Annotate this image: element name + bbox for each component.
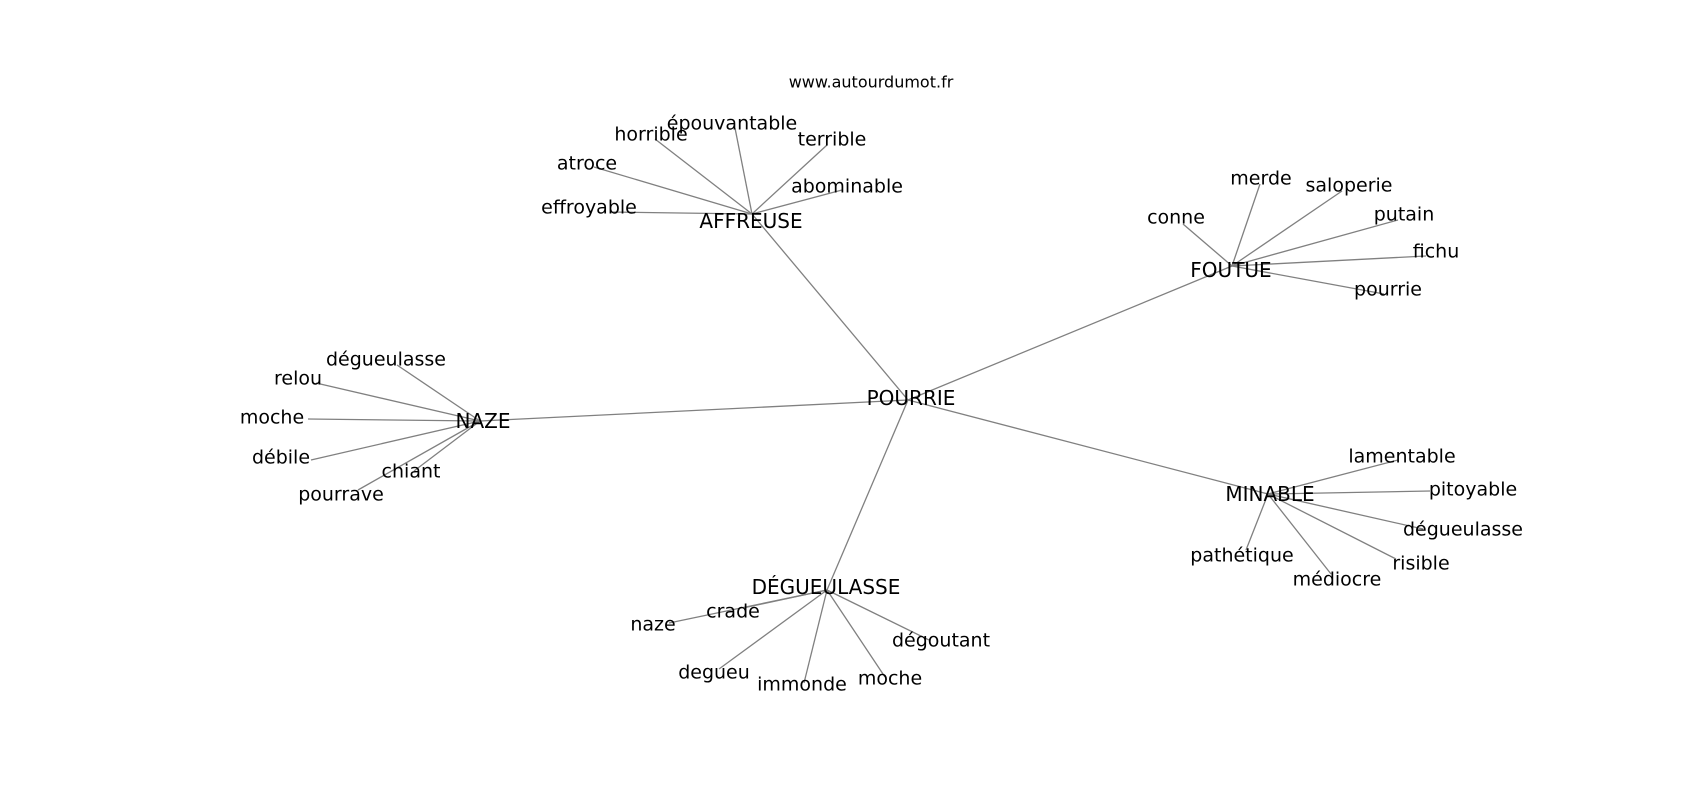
center-hub-edge xyxy=(907,399,1269,495)
hub-leaf-edge xyxy=(734,127,753,215)
leaf-word[interactable]: fichu xyxy=(1412,240,1460,263)
center-hub-edge xyxy=(751,213,909,401)
leaf-word[interactable]: merde xyxy=(1230,167,1292,190)
hub-leaf-edge xyxy=(1267,493,1332,575)
center-word[interactable]: POURRIE xyxy=(866,386,956,410)
hub-word-naze[interactable]: NAZE xyxy=(455,409,511,433)
leaf-word[interactable]: pourrie xyxy=(1354,278,1422,301)
leaf-word[interactable]: pitoyable xyxy=(1428,478,1518,501)
leaf-word[interactable]: dégueulasse xyxy=(326,348,446,371)
hub-leaf-edge xyxy=(751,144,828,215)
hub-leaf-edge xyxy=(307,418,481,422)
leaf-word[interactable]: lamentable xyxy=(1348,445,1456,468)
hub-leaf-edge xyxy=(593,166,753,215)
leaf-word[interactable]: putain xyxy=(1373,203,1435,226)
hub-leaf-edge xyxy=(1231,183,1261,267)
watermark-label: www.autourdumot.fr xyxy=(788,72,954,92)
hub-leaf-edge xyxy=(1267,493,1424,530)
center-hub-edge xyxy=(826,399,909,591)
hub-leaf-edge xyxy=(310,420,481,461)
leaf-word[interactable]: crade xyxy=(706,600,760,623)
hub-leaf-edge xyxy=(1245,493,1269,551)
hub-leaf-edge xyxy=(315,382,481,422)
hub-leaf-edge xyxy=(609,211,753,215)
hub-leaf-edge xyxy=(1267,490,1431,495)
hub-leaf-edge xyxy=(1267,493,1397,560)
hub-word-affreuse[interactable]: AFFREUSE xyxy=(699,209,803,233)
center-hub-edge xyxy=(907,265,1233,401)
leaf-word[interactable]: atroce xyxy=(556,152,618,175)
hub-leaf-edge xyxy=(1182,223,1233,267)
hub-word-minable[interactable]: MINABLE xyxy=(1225,482,1315,506)
hub-leaf-edge xyxy=(1231,255,1427,267)
leaf-word[interactable]: moche xyxy=(239,406,305,429)
leaf-word[interactable]: naze xyxy=(630,613,676,636)
hub-leaf-edge xyxy=(751,189,843,215)
hub-leaf-edge xyxy=(654,138,753,215)
leaf-word[interactable]: saloperie xyxy=(1305,174,1393,197)
hub-leaf-edge xyxy=(826,589,930,641)
leaf-word[interactable]: immonde xyxy=(757,673,847,696)
leaf-word[interactable]: débile xyxy=(251,446,311,469)
leaf-word[interactable]: pourrave xyxy=(298,483,384,506)
leaf-word[interactable]: relou xyxy=(273,367,323,390)
leaf-word[interactable]: degueu xyxy=(678,661,750,684)
leaf-word[interactable]: conne xyxy=(1147,206,1205,229)
hub-leaf-edge xyxy=(718,589,828,670)
leaf-word[interactable]: effroyable xyxy=(541,196,637,219)
leaf-word[interactable]: chiant xyxy=(381,460,441,483)
hub-word-degueulasse[interactable]: DÉGUEULASSE xyxy=(751,575,901,599)
hub-leaf-edge xyxy=(826,589,886,678)
hub-leaf-edge xyxy=(803,589,828,684)
leaf-word[interactable]: abominable xyxy=(791,175,903,198)
center-hub-edge xyxy=(479,399,909,422)
leaf-word[interactable]: horrible xyxy=(614,123,688,146)
leaf-word[interactable]: épouvantable xyxy=(666,112,798,135)
leaf-word[interactable]: risible xyxy=(1392,552,1450,575)
leaf-word[interactable]: médiocre xyxy=(1292,568,1382,591)
leaf-word[interactable]: dégueulasse xyxy=(1403,518,1523,541)
hub-leaf-edge xyxy=(357,420,481,491)
hub-leaf-edge xyxy=(668,589,828,624)
hub-leaf-edge xyxy=(396,364,481,422)
hub-leaf-edge xyxy=(1231,265,1385,295)
leaf-word[interactable]: moche xyxy=(857,667,923,690)
hub-leaf-edge xyxy=(413,420,481,472)
leaf-word[interactable]: pathétique xyxy=(1190,544,1294,567)
hub-word-foutue[interactable]: FOUTUE xyxy=(1190,258,1272,282)
hub-leaf-edge xyxy=(1231,219,1399,267)
leaf-word[interactable]: dégoutant xyxy=(891,629,991,652)
leaf-word[interactable]: terrible xyxy=(797,128,867,151)
hub-leaf-edge xyxy=(1267,459,1399,495)
hub-leaf-edge xyxy=(1231,190,1343,267)
